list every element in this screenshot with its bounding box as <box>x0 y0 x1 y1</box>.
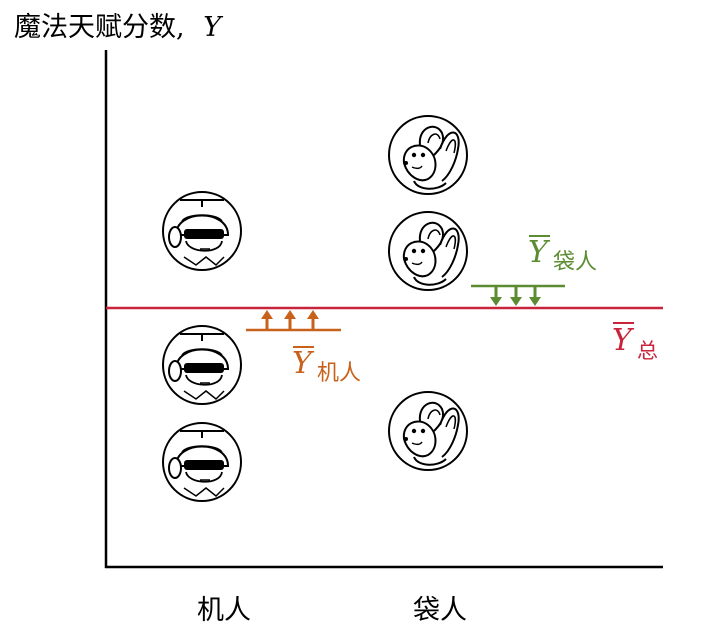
kangaroo-mean-marker <box>471 284 565 306</box>
robot-mean-label: Y 机人 <box>292 346 361 386</box>
kangaroo-mean-label: Y 袋人 <box>528 235 597 275</box>
robot-mean-marker <box>246 310 341 332</box>
y-axis-label-text: 魔法天赋分数, <box>14 12 185 43</box>
robot-mean-symbol: Y <box>292 346 315 381</box>
robot-mean-subscript: 机人 <box>317 361 361 386</box>
y-axis-label-var: Y <box>203 12 223 43</box>
x-label-robot: 机人 <box>197 595 251 626</box>
kangaroo-mean-subscript: 袋人 <box>553 250 597 275</box>
robot-pilot-icon <box>162 422 242 502</box>
kangaroo-icon <box>388 115 468 195</box>
total-mean-label: Y 总 <box>612 322 658 363</box>
kangaroo-icon <box>388 391 468 471</box>
kangaroo-mean-symbol: Y <box>528 235 551 270</box>
robot-pilot-icon <box>162 191 242 271</box>
y-axis-label: 魔法天赋分数, Y <box>14 12 223 43</box>
robot-pilot-icon <box>162 325 242 405</box>
total-mean-symbol: Y <box>612 323 635 358</box>
total-mean-subscript: 总 <box>637 339 658 363</box>
x-label-kangaroo: 袋人 <box>413 595 467 626</box>
kangaroo-icon <box>388 211 468 291</box>
